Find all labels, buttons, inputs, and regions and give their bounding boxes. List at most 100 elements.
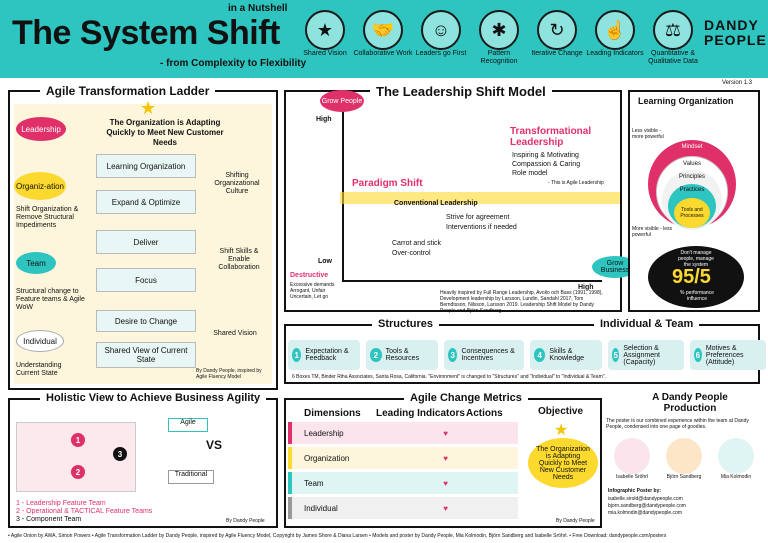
leadership-title: The Leadership Shift Model [370, 84, 552, 99]
metrics-title: Agile Change Metrics [404, 392, 528, 404]
person-bjorn: Björn Sandberg [662, 438, 706, 480]
vs-label: VS [206, 438, 223, 452]
principle-quant-qual-data: ⚖ Quantitative & Qualitative Data [648, 10, 698, 66]
holistic-diagram: 1 2 3 [16, 422, 136, 492]
email-3[interactable]: mia.kolmodin@dandypeople.com [608, 510, 683, 516]
person-icon: ☺ [421, 10, 461, 50]
avatar [666, 438, 702, 474]
avatar [614, 438, 650, 474]
version-label: Version 1.3 [722, 80, 753, 86]
star-icon: ★ [554, 422, 569, 439]
marker-3: 3 [113, 447, 127, 461]
metrics-credit: By Dandy People [556, 518, 595, 524]
note-shift-skills: Shift Skills & Enable Collaboration [218, 248, 260, 271]
more-visible-label: More visible - less powerful [632, 226, 673, 238]
trans-item-3: Role model [512, 170, 548, 177]
marker-1: 1 [71, 433, 85, 447]
step-focus: Focus [96, 268, 196, 292]
x-high-label: High [578, 284, 594, 291]
col-actions: Actions [466, 408, 503, 419]
ladder-title: Agile Transformation Ladder [40, 84, 216, 98]
note-shift-org: Shift Organization & Remove Structural I… [16, 206, 79, 229]
heart-icon: ♥ [443, 503, 448, 513]
objective-title: Objective [538, 406, 584, 417]
agile-note: - This is Agile Leadership [548, 180, 604, 186]
conv-item-4: Over-control [392, 250, 431, 257]
puzzle-icon: ✱ [479, 10, 519, 50]
ratio-value: 95/5 [672, 266, 711, 288]
heart-icon: ♥ [443, 478, 448, 488]
y-low-label: Low [318, 258, 332, 265]
conventional-label: Conventional Leadership [394, 200, 478, 207]
y-high-label: High [316, 116, 332, 123]
level-individual: Individual [16, 330, 64, 352]
step-deliver: Deliver [96, 230, 196, 254]
person-isabelle: Isabelle Sröhrl [610, 438, 654, 480]
step-expand: Expand & Optimize [96, 190, 196, 214]
star-icon: ★ [305, 10, 345, 50]
level-team: Team [16, 252, 56, 274]
page-subtitle: - from Complexity to Flexibility [160, 58, 307, 69]
in-nutshell: in a Nutshell [228, 3, 288, 14]
production-title: A Dandy People Production [652, 392, 728, 414]
destructive-label: Destructive [290, 272, 329, 279]
email-1[interactable]: isabelle.sirold@dandypeople.com [608, 496, 683, 502]
person-mia: Mia Kolmodin [714, 438, 758, 480]
principle-iterative-change: ↻ Iterative Change [531, 10, 583, 66]
agile-label: Agile [168, 418, 208, 432]
production-text: The poster is our combined experience wi… [606, 418, 749, 430]
holistic-credit: By Dandy People [226, 518, 265, 524]
conv-item-2: Interventions if needed [446, 224, 517, 231]
ratio-bubble-text: Don't manage people, manage the system [678, 250, 714, 268]
heart-icon: ♥ [443, 428, 448, 438]
email-2[interactable]: bjorn.sandberg@dandypeople.com [608, 503, 686, 509]
structures-title: Structures [372, 318, 440, 330]
handshake-icon: 🤝 [363, 10, 403, 50]
less-visible-label: Less visible - more powerful [632, 128, 664, 140]
holistic-title: Holistic View to Achieve Business Agilit… [40, 392, 267, 404]
dim-organization: Organization♥ [288, 447, 518, 469]
legend-1: 1 - Leadership Feature Team [16, 500, 106, 507]
note-structural-change: Structural change to Feature teams & Agi… [16, 288, 85, 311]
col-leading: Leading Indicators [376, 408, 465, 419]
conv-item-1: Strive for agreement [446, 214, 510, 221]
avatar [718, 438, 754, 474]
trans-item-1: Inspiring & Motivating [512, 152, 579, 159]
destructive-items: Excessive demands Arrogant, Unfair Uncer… [290, 282, 335, 300]
individual-team-title: Individual & Team [594, 318, 700, 330]
dim-individual: Individual♥ [288, 497, 518, 519]
legend-2: 2 - Operational & TACTICAL Feature Teams [16, 508, 153, 515]
step-shared-view: Shared View of Current State [96, 342, 196, 368]
brand-logo: DANDY PEOPLE [704, 17, 767, 48]
note-shifting-culture: Shifting Organizational Culture [214, 172, 260, 195]
traditional-label: Traditional [168, 470, 214, 484]
trans-item-2: Compassion & Caring [512, 161, 581, 168]
layer-tools: Tools and Processes [674, 198, 710, 228]
page-title: The System Shift [12, 14, 280, 52]
dim-leadership: Leadership♥ [288, 422, 518, 444]
principle-shared-vision: ★ Shared Vision [302, 10, 348, 66]
grow-people-label: Grow People [320, 90, 364, 112]
ladder-credit: By Dandy People, inspired by Agile Fluen… [196, 368, 262, 380]
principle-icons: ★ Shared Vision 🤝 Collaborative Work ☺ L… [302, 10, 698, 66]
star-icon: ★ [140, 98, 157, 118]
scale-icon: ⚖ [653, 10, 693, 50]
leadership-credit: Heavily inspired by Full Range Leadershi… [440, 290, 603, 314]
ladder-goal: The Organization is Adapting Quickly to … [106, 118, 224, 147]
people-row: Isabelle Sröhrl Björn Sandberg Mia Kolmo… [610, 438, 758, 480]
ratio-bubble [648, 246, 744, 308]
legend-3: 3 - Component Team [16, 516, 82, 523]
paradigm-band [340, 192, 620, 204]
footer-credits: • Agile Onion by AWA, Simon Powers • Agi… [8, 533, 667, 539]
principle-leading-indicators: ☝ Leading Indicators [586, 10, 644, 66]
grow-business-label: Grow Business [592, 256, 638, 278]
principle-leaders-first: ☺ Leaders go First [416, 10, 466, 66]
structures-credit: 6 Boxes TM, Binder Riha Associates, Sant… [292, 374, 606, 380]
